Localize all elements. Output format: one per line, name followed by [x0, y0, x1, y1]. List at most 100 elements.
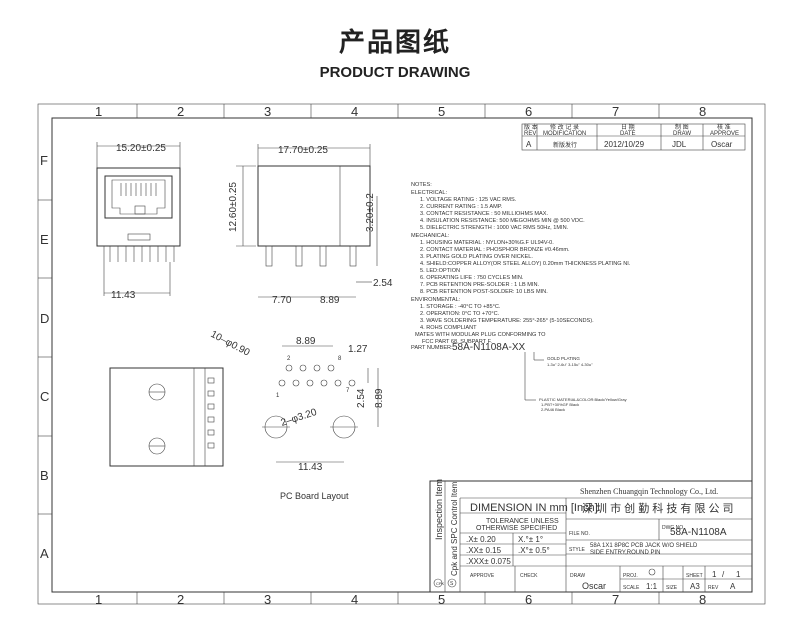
col-label-top: 1: [95, 104, 102, 119]
col-label-top: 4: [351, 104, 358, 119]
row-label: B: [40, 468, 49, 483]
cpk-mark: CPK: [436, 581, 445, 586]
tolerance-title: TOLERANCE UNLESS: [486, 518, 559, 525]
front-view: 15.20±0.25 11.43: [96, 142, 181, 301]
dim-pcb-127: 1.27: [348, 344, 368, 355]
page-title-en: PRODUCT DRAWING: [319, 64, 471, 81]
mechanical-title: MECHANICAL:: [411, 233, 450, 239]
scale-label: SCALE: [623, 585, 640, 591]
col-label-bottom: 8: [699, 592, 706, 607]
note-line: 2. CONTACT MATERIAL : PHOSPHOR BRONZE #0…: [420, 247, 570, 253]
note-line: 5. DIELECTRIC STRENGTH : 1000 VAC RMS 50…: [420, 225, 569, 231]
row-label: C: [40, 389, 49, 404]
dim-side-b: 8.89: [320, 295, 340, 306]
col-label-top: 8: [699, 104, 706, 119]
file-no-label: FILE NO.: [569, 531, 590, 537]
dim-pcb-254: 2.54: [356, 388, 367, 408]
plastic-option: 1-PBT+30%GF Black: [541, 402, 579, 407]
side-view: 17.70±0.25 12.60±0.25 3.20±0.2 2.54 7.70…: [228, 144, 393, 306]
outer-frame: [37, 103, 766, 605]
note-line: 1. STORAGE : -40°C TO +85°C.: [420, 304, 501, 310]
pcb-layout-label: PC Board Layout: [280, 491, 349, 501]
rev-header-en: REV: [524, 131, 536, 137]
inspection-item-label: Inspection Item: [434, 479, 444, 540]
note-line: 2. OPERATION: 0°C TO +70°C.: [420, 311, 500, 317]
gold-plating-label: GOLD PLATING: [547, 356, 580, 361]
dim-pcb-top: 8.89: [296, 336, 316, 347]
sheet-separator: /: [722, 570, 725, 579]
note-line: 4. INSULATION RESISTANCE: 500 MEGOHMS MI…: [420, 218, 585, 224]
plastic-option: 2-PA46 Black: [541, 407, 565, 412]
dim-foot: 2.54: [373, 278, 393, 289]
revision-table: 版 本 REV 修 改 记 录 MODIFICATION 日 期 DATE 制 …: [521, 123, 746, 151]
size-label: SIZE: [666, 585, 678, 591]
rev-header-cn: 版 本: [524, 123, 538, 131]
rev-header-cn: 日 期: [621, 123, 635, 131]
dim-pcb-bottom: 11.43: [298, 462, 323, 473]
projection-symbol-icon: [648, 568, 656, 576]
col-label-bottom: 7: [612, 592, 619, 607]
dim-pcb-big: 2–φ3.20: [280, 407, 319, 429]
sheet-number: 1: [712, 570, 717, 579]
rev-label: REV: [708, 585, 719, 591]
rev-header-cn: 制 图: [675, 123, 689, 131]
col-label-bottom: 1: [95, 592, 102, 607]
row-label: E: [40, 232, 49, 247]
proj-label: PROJ.: [623, 573, 638, 579]
tolerance-value: .X°± 0.5°: [518, 546, 550, 555]
size-value: A3: [690, 582, 700, 591]
note-line: 3. PLATING GOLD PLATING OVER NICKEL.: [420, 254, 533, 260]
rev-header-en: MODIFICATION: [543, 131, 586, 137]
dim-pcb-holes: 10–φ0.90: [209, 329, 252, 359]
note-line: 1. VOLTAGE RATING : 125 VAC RMS.: [420, 197, 517, 203]
title-block: Shenzhen Chuangqin Technology Co., Ltd. …: [429, 479, 753, 593]
note-line: 7. PCB RETENTION PRE-SOLDER : 1 LB MIN.: [420, 282, 539, 288]
control-item-label: Cpk and SPC Control Item: [450, 481, 459, 576]
dim-width-side: 17.70±0.25: [278, 145, 328, 156]
col-label-bottom: 6: [525, 592, 532, 607]
row-label: F: [40, 153, 48, 168]
col-label-bottom: 2: [177, 592, 184, 607]
page-title-cn: 产品图纸: [338, 28, 451, 58]
tolerance-value: .XXX± 0.075: [466, 557, 511, 566]
col-label-top: 5: [438, 104, 445, 119]
style-line: SIDE ENTRY,ROUND PIN: [590, 550, 660, 556]
row-labels: F E D C B A: [38, 153, 52, 561]
dwg-no-value: 58A-N1108A: [670, 527, 727, 538]
gold-plating-options: 1-3u" 2-6u" 3-15u" 4-30u": [547, 362, 593, 367]
dim-height: 12.60±0.25: [228, 182, 239, 232]
s-mark: S: [450, 581, 454, 587]
pcb-layout: 8.89 1.27 10–φ0.90 2 1 8 7 2–φ3.20 2.54 …: [209, 329, 385, 501]
col-label-bottom: 3: [264, 592, 271, 607]
pin-label: 8: [338, 356, 342, 362]
part-number-value: 58A-N1108A-XX: [452, 342, 526, 353]
col-label-top: 3: [264, 104, 271, 119]
dim-pcb-889v: 8.89: [374, 388, 385, 408]
note-line: 2. CURRENT RATING : 1.5 AMP.: [420, 204, 503, 210]
tolerance-value: X.°± 1°: [518, 535, 543, 544]
sheet-total: 1: [736, 570, 741, 579]
note-line: FCC PART 68, SUBPART F.: [422, 339, 492, 345]
style-line: 58A 1X1 8P8C PCB JACK W/O SHIELD: [590, 543, 698, 549]
tolerance-title: OTHERWISE SPECIFIED: [476, 525, 557, 532]
dwg-no-label: DWG NO.: [662, 525, 685, 531]
inner-frame: [51, 117, 753, 593]
col-label-top: 2: [177, 104, 184, 119]
rev-header-en: DRAW: [673, 131, 691, 137]
environmental-title: ENVIRONMENTAL:: [411, 297, 461, 303]
approve-label: APPROVE: [470, 573, 495, 579]
pin-label: 1: [276, 393, 280, 399]
row-label: D: [40, 311, 49, 326]
s-mark-icon: [447, 578, 457, 588]
rev-header-cn: 核 准: [717, 123, 731, 131]
top-view: [109, 367, 224, 467]
notes: NOTES: ELECTRICAL: 1. VOLTAGE RATING : 1…: [411, 182, 631, 345]
note-line: 3. WAVE SOLDERING TEMPERATURE: 255°-265°…: [420, 318, 594, 324]
rev-value-block: A: [730, 582, 736, 591]
cpk-mark-icon: [433, 578, 443, 588]
tolerance-value: .X± 0.20: [466, 535, 496, 544]
note-line: 4. SHIELD:COPPER ALLOY(OR STEEL ALLOY) 0…: [420, 261, 631, 267]
pin-label: 7: [346, 388, 350, 394]
rev-modification: 新版发行: [553, 141, 577, 149]
